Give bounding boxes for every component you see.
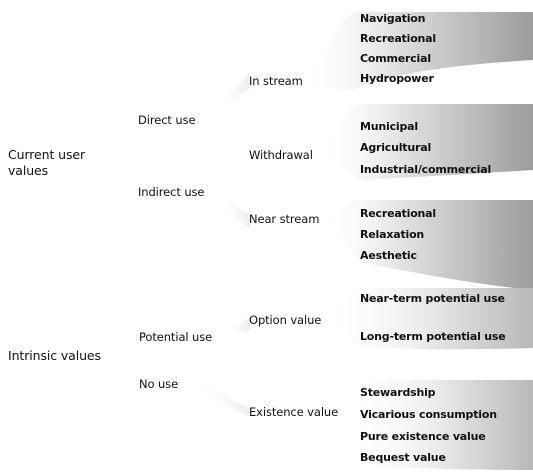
branch-direct-use: Direct use: [138, 113, 196, 127]
branch-indirect-use: Indirect use: [138, 185, 205, 199]
leaf-recreational-in-stream: Recreational: [360, 32, 436, 45]
wedge-near-stream: [320, 200, 533, 290]
leaf-commercial: Commercial: [360, 52, 431, 65]
category-near-stream: Near stream: [249, 212, 320, 226]
band-nouse: [190, 380, 250, 416]
wedge-withdrawal: [318, 104, 533, 180]
leaf-bequest-value: Bequest value: [360, 451, 446, 464]
leaf-navigation: Navigation: [360, 12, 426, 25]
leaf-relaxation: Relaxation: [360, 228, 425, 241]
branch-no-use: No use: [139, 377, 179, 391]
leaf-stewardship: Stewardship: [360, 386, 436, 399]
leaf-long-term-potential-use: Long-term potential use: [360, 330, 506, 343]
category-option-value: Option value: [249, 313, 322, 327]
leaf-recreational-near-stream: Recreational: [360, 207, 436, 220]
root-intrinsic-values: Intrinsic values: [8, 348, 101, 363]
band-potential: [225, 318, 250, 336]
root-current-user-values-line1: Current user: [8, 147, 85, 162]
wedge-option-value: [318, 288, 533, 350]
wedge-existence-value: [345, 380, 533, 470]
leaf-vicarious-consumption: Vicarious consumption: [360, 408, 497, 421]
leaf-industrial-commercial: Industrial/commercial: [360, 163, 492, 176]
leaf-municipal: Municipal: [360, 120, 418, 133]
leaf-hydropower: Hydropower: [360, 72, 434, 85]
leaf-agricultural: Agricultural: [360, 141, 432, 154]
root-current-user-values: Current user values: [8, 147, 85, 179]
leaf-near-term-potential-use: Near-term potential use: [360, 292, 505, 305]
leaf-pure-existence-value: Pure existence value: [360, 430, 486, 443]
root-current-user-values-line2: values: [8, 163, 49, 178]
band-direct: [215, 72, 250, 114]
wedge-in-stream: [300, 12, 533, 90]
leaf-aesthetic: Aesthetic: [360, 249, 417, 262]
category-in-stream: In stream: [249, 74, 303, 88]
category-existence-value: Existence value: [249, 405, 339, 419]
category-withdrawal: Withdrawal: [249, 148, 313, 162]
band-indirect: [218, 190, 250, 228]
branch-potential-use: Potential use: [139, 330, 213, 344]
